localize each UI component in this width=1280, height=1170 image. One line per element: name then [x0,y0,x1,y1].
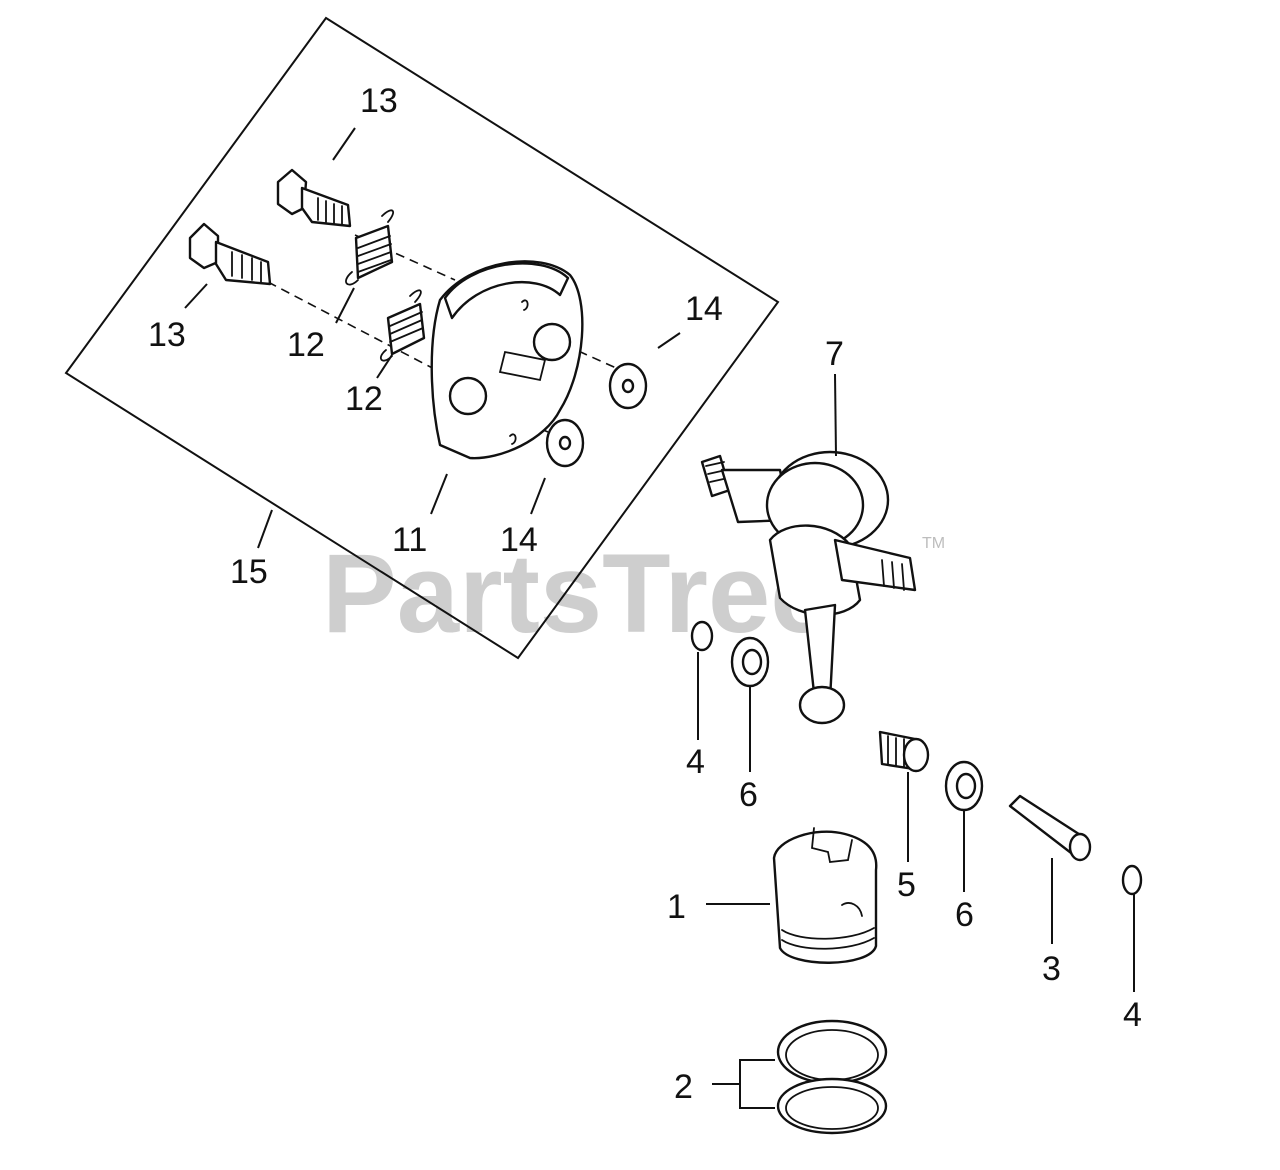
crankshaft [700,450,917,725]
watermark-trademark: TM [922,535,945,552]
callout-11: 11 [392,521,427,559]
clutch-washer-bottom [545,418,585,468]
callout-6-left: 6 [739,776,758,814]
clutch-washer-right [608,362,648,410]
callout-3: 3 [1042,950,1061,988]
callout-5: 5 [897,866,916,904]
callout-6-right: 6 [955,896,974,934]
clutch-bolt-lower [188,222,272,286]
clutch-assembly-frame [64,16,780,660]
piston [772,827,878,964]
piston-pin [1008,794,1092,862]
callout-15: 15 [230,553,268,591]
callout-12-lower: 12 [345,380,383,418]
callout-4-left: 4 [686,743,705,781]
needle-bearing [878,730,930,773]
callout-4-right: 4 [1123,996,1142,1034]
callout-7: 7 [825,335,844,373]
watermark: PartsTree [322,531,833,656]
callout-13-top: 13 [360,82,398,120]
thrust-washer-right [944,760,984,812]
clutch-spring-lower [379,289,426,362]
clutch-shoe [430,260,584,460]
callout-labels: 13 13 12 12 14 14 11 15 7 4 6 5 6 3 4 1 … [148,82,1142,1106]
clutch-bolt-upper [276,168,352,228]
callout-1: 1 [667,888,686,926]
callout-14-bottom: 14 [500,521,538,559]
callout-14-right: 14 [685,290,723,328]
thrust-washer-left [730,636,770,688]
callout-12-upper: 12 [287,326,325,364]
callout-2: 2 [674,1068,693,1106]
piston-pin-circlip-right [1121,864,1143,896]
piston-ring-lower [776,1077,888,1135]
callout-13-bottom: 13 [148,316,186,354]
piston-pin-circlip-left [690,620,714,652]
leader-lines [184,127,1135,1109]
clutch-spring-upper [345,209,395,286]
piston-ring-upper [776,1019,888,1085]
